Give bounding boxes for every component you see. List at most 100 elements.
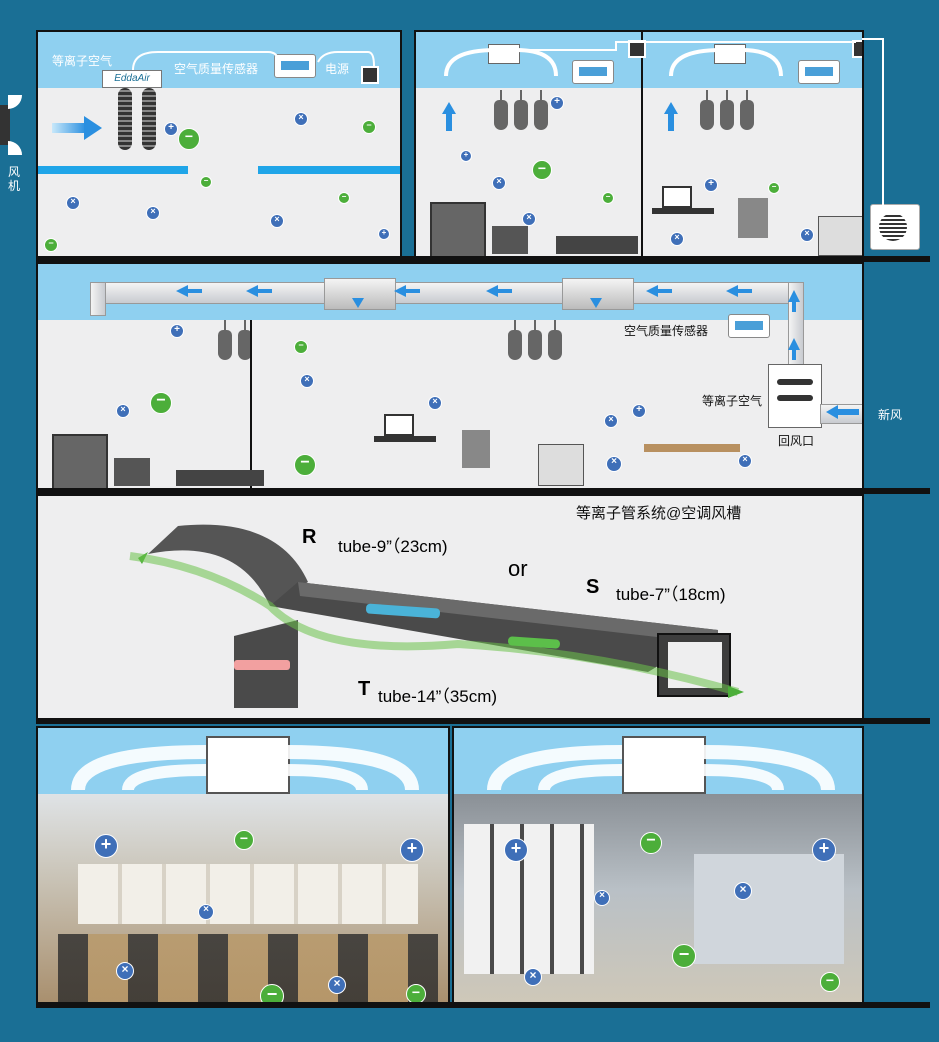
negative-ion-icon: −: [294, 340, 308, 354]
bed-icon: [176, 470, 264, 486]
pendant-lamp-icon: [548, 320, 562, 360]
positive-ion-icon: ×: [604, 414, 618, 428]
restroom-photo: + + − − × × − ×: [454, 794, 862, 1002]
positive-ion-icon: +: [550, 96, 564, 110]
positive-ion-icon: ×: [524, 968, 542, 986]
dresser-icon: [114, 458, 150, 486]
negative-ion-icon: −: [338, 192, 350, 204]
negative-ion-icon: −: [200, 176, 212, 188]
power-label: 电源: [325, 62, 350, 76]
positive-ion-icon: +: [164, 122, 178, 136]
positive-ion-icon: +: [94, 834, 118, 858]
floor-line: [36, 1002, 930, 1008]
negative-ion-icon: −: [44, 238, 58, 252]
supply-duct: [38, 166, 188, 174]
positive-ion-icon: ×: [328, 976, 346, 994]
positive-ion-icon: ×: [670, 232, 684, 246]
air-quality-sensor-label: 空气质量传感器: [174, 62, 259, 76]
positive-ion-icon: ×: [522, 212, 536, 226]
vent-arrow-icon: [442, 102, 456, 132]
ion-tube: [142, 88, 156, 150]
negative-ion-icon: −: [768, 182, 780, 194]
negative-ion-icon: −: [406, 984, 426, 1002]
positive-ion-icon: ×: [606, 456, 622, 472]
air-quality-sensor: [274, 54, 316, 78]
chair-icon: [738, 198, 768, 238]
panel-restroom-scene: + + − − × × − ×: [452, 726, 864, 1004]
positive-ion-icon: ×: [492, 176, 506, 190]
positive-ion-icon: ×: [428, 396, 442, 410]
floor-line: [36, 488, 930, 494]
air-quality-sensor-label: 空气质量传感器: [624, 324, 709, 338]
return-air-box: [768, 364, 822, 428]
duct-flow-arrows: [176, 285, 800, 360]
positive-ion-icon: +: [378, 228, 390, 240]
positive-ion-icon: +: [504, 838, 528, 862]
negative-ion-icon: −: [820, 972, 840, 992]
positive-ion-icon: +: [812, 838, 836, 862]
negative-ion-icon: −: [602, 192, 614, 204]
panel-tube-system: 等离子管系统@空调风槽 R tube-9”（23cm) or S tube-7”…: [36, 494, 864, 720]
fresh-air-arrow-icon: [826, 405, 866, 419]
pendant-lamp-icon: [528, 320, 542, 360]
positive-ion-icon: +: [170, 324, 184, 338]
fan-label: 风机: [8, 165, 21, 193]
tube-r-letter: R: [302, 526, 317, 548]
brand-logo: EddaAir: [102, 70, 162, 88]
negative-ion-icon: −: [234, 830, 254, 850]
tube-t-size: tube-14”（35cm): [378, 687, 498, 706]
pendant-lamp-icon: [508, 320, 522, 360]
desk-icon: [374, 436, 436, 442]
duct-drop: [90, 282, 106, 316]
positive-ion-icon: ×: [294, 112, 308, 126]
positive-ion-icon: ×: [800, 228, 814, 242]
ion-unit: [622, 736, 706, 794]
pendant-lamp-icon: [740, 90, 754, 130]
fresh-air-label: 新风: [878, 408, 903, 422]
power-socket-icon: [361, 66, 379, 84]
negative-ion-icon: −: [178, 128, 200, 150]
office-photo: + + − − × × × −: [38, 794, 448, 1002]
negative-ion-icon: −: [672, 944, 696, 968]
pendant-lamp-icon: [494, 90, 508, 130]
tube-s-size: tube-7”（18cm): [616, 585, 726, 604]
positive-ion-icon: ×: [270, 214, 284, 228]
blower-arrow-icon: [52, 116, 104, 140]
positive-ion-icon: ×: [734, 882, 752, 900]
refrigerant-pipe: [862, 38, 884, 206]
positive-ion-icon: +: [704, 178, 718, 192]
positive-ion-icon: ×: [594, 890, 610, 906]
or-text: or: [508, 556, 528, 581]
wardrobe-icon: [430, 202, 486, 256]
sensor-wiring: [132, 51, 375, 71]
duct-loops: [71, 745, 419, 792]
duct-junction: [324, 278, 396, 310]
monitor-icon: [662, 186, 692, 208]
floor-line: [36, 718, 930, 724]
room-divider: [641, 32, 643, 256]
panel-central-duct: 空气质量传感器 等离子空气 回风口 + − − × × − × × + × ×: [36, 262, 864, 492]
dresser-icon: [492, 226, 528, 254]
air-quality-sensor: [798, 60, 840, 84]
wardrobe-icon: [52, 434, 108, 490]
negative-ion-icon: −: [150, 392, 172, 414]
power-socket-icon: [852, 40, 862, 58]
shelf-icon: [818, 216, 862, 256]
ion-unit: [714, 44, 746, 64]
positive-ion-icon: ×: [66, 196, 80, 210]
positive-ion-icon: ×: [116, 404, 130, 418]
duct-loops: [487, 745, 835, 792]
bed-icon: [556, 236, 638, 254]
air-quality-sensor: [728, 314, 770, 338]
positive-ion-icon: ×: [116, 962, 134, 980]
positive-ion-icon: +: [400, 838, 424, 862]
panel-ion-generator: 等离子空气 空气质量传感器 电源 EddaAir − + × − × × − ×…: [36, 30, 402, 258]
negative-ion-icon: −: [640, 832, 662, 854]
tube-system-title: 等离子管系统@空调风槽: [576, 505, 742, 522]
tube-t-letter: T: [358, 678, 371, 700]
dining-table-icon: [644, 444, 740, 452]
panel-office-scene: + + − − × × × −: [36, 726, 450, 1004]
positive-ion-icon: ×: [198, 904, 214, 920]
negative-ion-icon: −: [362, 120, 376, 134]
air-quality-sensor: [572, 60, 614, 84]
